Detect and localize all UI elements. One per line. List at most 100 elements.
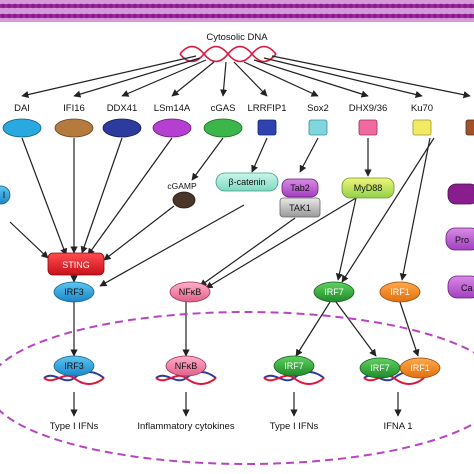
- membrane-lipid-head: [312, 13, 318, 19]
- membrane-lipid-head: [180, 13, 186, 19]
- membrane-lipid-head: [330, 13, 336, 19]
- irf3-nuc-node: [53, 355, 95, 377]
- membrane-lipid-head: [366, 13, 372, 19]
- cell-membrane: [0, 0, 474, 22]
- membrane-lipid-head: [426, 13, 432, 19]
- adaptor-left-partial-label: I: [3, 190, 6, 200]
- membrane-lipid-head: [396, 13, 402, 19]
- membrane-lipid-head: [84, 13, 90, 19]
- membrane-lipid-head: [336, 13, 342, 19]
- cgamp-dot: [172, 191, 196, 209]
- membrane-lipid-head: [438, 13, 444, 19]
- membrane-lipid-head: [198, 13, 204, 19]
- membrane-lipid-head: [132, 3, 138, 9]
- membrane-lipid-head: [390, 13, 396, 19]
- cytosolic-dna: Cytosolic DNA: [179, 32, 277, 63]
- membrane-lipid-head: [90, 3, 96, 9]
- adaptor-nodes: I STING cGAMP β-catenin Tab2 TAK1 MyD88 …: [0, 172, 474, 299]
- membrane-lipid-head: [402, 13, 408, 19]
- membrane-lipid-head: [462, 13, 468, 19]
- irf1-cyto-label: IRF1: [390, 287, 410, 297]
- nfkb-nuc-label: NFκB: [175, 361, 198, 371]
- cgamp-label: cGAMP: [167, 181, 197, 191]
- membrane-lipid-head: [24, 13, 30, 19]
- membrane-lipid-head: [54, 3, 60, 9]
- nfkb-cyto-label: NFκB: [179, 287, 202, 297]
- sensor-label-dhx9-36: DHX9/36: [349, 103, 388, 114]
- membrane-lipid-head: [36, 3, 42, 9]
- membrane-lipid-head: [324, 13, 330, 19]
- membrane-lipid-head: [78, 13, 84, 19]
- membrane-lipid-head: [264, 3, 270, 9]
- membrane-lipid-head: [204, 3, 210, 9]
- tak1-node: [279, 197, 321, 218]
- membrane-lipid-head: [162, 13, 168, 19]
- membrane-lipid-head: [354, 13, 360, 19]
- membrane-lipid-head: [234, 3, 240, 9]
- membrane-lipid-head: [126, 13, 132, 19]
- cytoplasm-tfs: IRF3 NFκB IRF7 IRF1: [53, 281, 421, 303]
- membrane-lipid-head: [330, 3, 336, 9]
- sensor-ku70-shape: [412, 119, 432, 136]
- membrane-lipid-head: [18, 3, 24, 9]
- membrane-lipid-head: [42, 13, 48, 19]
- membrane-lipid-head: [414, 3, 420, 9]
- membrane-lipid-head: [378, 13, 384, 19]
- sensor-sox2-shape: [308, 119, 328, 136]
- membrane-lipid-head: [252, 3, 258, 9]
- sensor-label-sox2: Sox2: [307, 103, 329, 114]
- sensor-dhx9-36-shape: [358, 119, 378, 136]
- membrane-lipid-head: [66, 3, 72, 9]
- irf7-cyto-node: [313, 281, 355, 303]
- signal-arrows: [9, 137, 435, 417]
- irf1-nuc-node: [399, 357, 441, 379]
- membrane-lipid-head: [402, 3, 408, 9]
- sensor-label-lsm14a: LSm14A: [154, 103, 191, 114]
- membrane-lipid-head: [312, 3, 318, 9]
- membrane-lipid-head: [246, 3, 252, 9]
- membrane-lipid-head: [294, 13, 300, 19]
- membrane-lipid-head: [228, 3, 234, 9]
- membrane-lipid-head: [234, 13, 240, 19]
- membrane-lipid-head: [450, 13, 456, 19]
- output-type1-ifns-b: Type I IFNs: [270, 421, 319, 432]
- membrane-lipid-head: [348, 13, 354, 19]
- membrane-lipid-head: [222, 13, 228, 19]
- sensor-cgas-shape: [203, 118, 243, 138]
- membrane-lipid-head: [324, 3, 330, 9]
- membrane-lipid-head: [228, 13, 234, 19]
- membrane-lipid-head: [30, 3, 36, 9]
- beta-catenin-node: [215, 172, 279, 192]
- membrane-lipid-head: [408, 13, 414, 19]
- membrane-lipid-head: [96, 3, 102, 9]
- membrane-lipid-head: [420, 3, 426, 9]
- sensor-dai-shape: [2, 118, 42, 138]
- membrane-lipid-head: [114, 13, 120, 19]
- adaptor-right-ca-node: [447, 275, 474, 299]
- adaptor-right-pro-node: [445, 227, 474, 251]
- membrane-lipid-head: [276, 13, 282, 19]
- membrane-lipid-head: [150, 13, 156, 19]
- membrane-lipid-head: [306, 3, 312, 9]
- membrane-lipid-head: [450, 3, 456, 9]
- membrane-lipid-head: [270, 13, 276, 19]
- membrane-lipid-head: [258, 3, 264, 9]
- sensor-label-lrrfip1: LRRFIP1: [247, 103, 286, 114]
- membrane-lipid-head: [84, 3, 90, 9]
- membrane-lipid-head: [144, 3, 150, 9]
- sensor-label-ku70: Ku70: [411, 103, 433, 114]
- membrane-lipid-head: [18, 13, 24, 19]
- membrane-lipid-head: [294, 3, 300, 9]
- membrane-lipid-head: [144, 13, 150, 19]
- membrane-lipid-head: [156, 13, 162, 19]
- nfkb-cyto-node: [169, 281, 211, 303]
- membrane-lipid-head: [414, 13, 420, 19]
- sting-node: [47, 252, 105, 276]
- membrane-lipid-head: [138, 13, 144, 19]
- membrane-lipid-head: [366, 3, 372, 9]
- membrane-lipid-head: [0, 13, 6, 19]
- membrane-lipid-head: [48, 3, 54, 9]
- membrane-lipid-head: [396, 3, 402, 9]
